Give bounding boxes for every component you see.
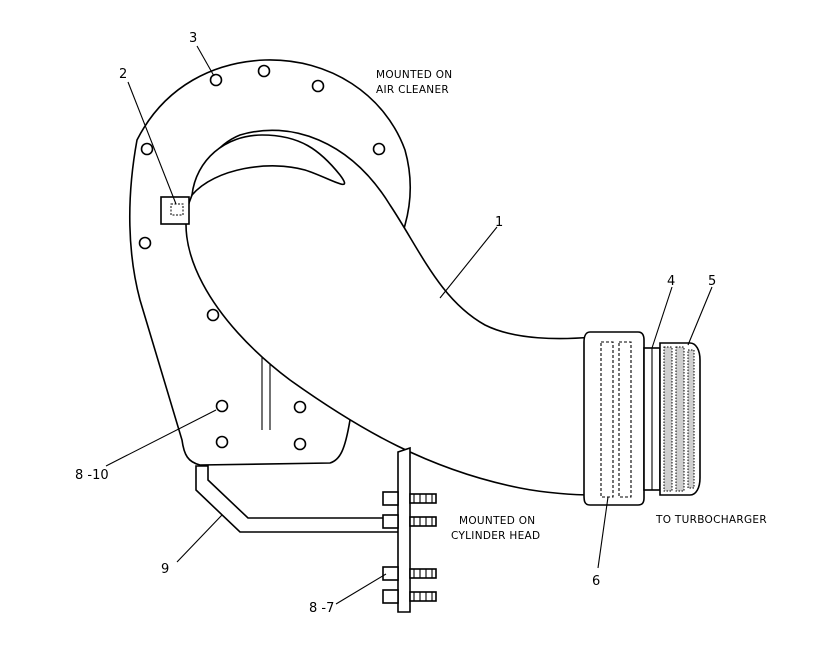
bolt-hole <box>215 399 229 413</box>
bolt-hole <box>140 142 154 156</box>
flange-bore <box>190 134 346 198</box>
plate-bolts <box>382 491 437 604</box>
bolt-hole <box>257 64 271 78</box>
bolt <box>382 589 437 604</box>
bolt-hole <box>206 308 220 322</box>
bolt <box>382 566 437 581</box>
seal-groove-1 <box>663 346 673 492</box>
leader-8-10 <box>105 409 217 467</box>
callout-1: 1 <box>495 215 503 230</box>
bolt-hole <box>209 73 223 87</box>
leader-4 <box>651 286 673 349</box>
callout-6: 6 <box>592 574 600 589</box>
bolt-hole <box>372 142 386 156</box>
bolt-hole <box>138 236 152 250</box>
cylinder-head-plate <box>397 446 411 613</box>
note-cylinder-head-line1: MOUNTED ON <box>459 515 535 527</box>
leader-9 <box>176 514 223 563</box>
locator-slot <box>170 203 184 216</box>
leader-lines <box>105 45 713 605</box>
bolt-hole <box>293 437 307 451</box>
callout-4: 4 <box>667 274 675 289</box>
callout-5: 5 <box>708 274 716 289</box>
support-bracket <box>195 465 401 533</box>
note-air-cleaner-line2: AIR CLEANER <box>376 84 449 96</box>
callout-8-7: 8 -7 <box>309 601 334 616</box>
seal-groove-2 <box>675 346 685 492</box>
note-turbocharger: TO TURBOCHARGER <box>655 514 767 526</box>
leader-1 <box>439 226 498 299</box>
leader-3 <box>196 45 215 77</box>
callout-3: 3 <box>189 31 197 46</box>
leader-8-7 <box>335 573 387 605</box>
callout-9: 9 <box>161 562 169 577</box>
callout-8-10: 8 -10 <box>75 468 109 483</box>
bolt-hole <box>215 435 229 449</box>
leader-6 <box>597 496 609 569</box>
bolt <box>382 491 437 506</box>
leader-5 <box>687 286 713 346</box>
sleeve-band-left <box>600 341 614 498</box>
flange-bolt-holes <box>138 64 386 451</box>
bolt <box>382 514 437 529</box>
sleeve-band-right <box>618 341 632 498</box>
leader-2 <box>127 81 177 205</box>
bolt-hole <box>311 79 325 93</box>
note-cylinder-head-line2: CYLINDER HEAD <box>451 530 540 542</box>
bolt-hole <box>293 400 307 414</box>
callout-2: 2 <box>119 67 127 82</box>
coupling-sleeve <box>583 331 645 506</box>
seal-groove-3 <box>687 349 695 489</box>
elbow-tube <box>185 129 593 496</box>
note-air-cleaner-line1: MOUNTED ON <box>376 69 452 81</box>
